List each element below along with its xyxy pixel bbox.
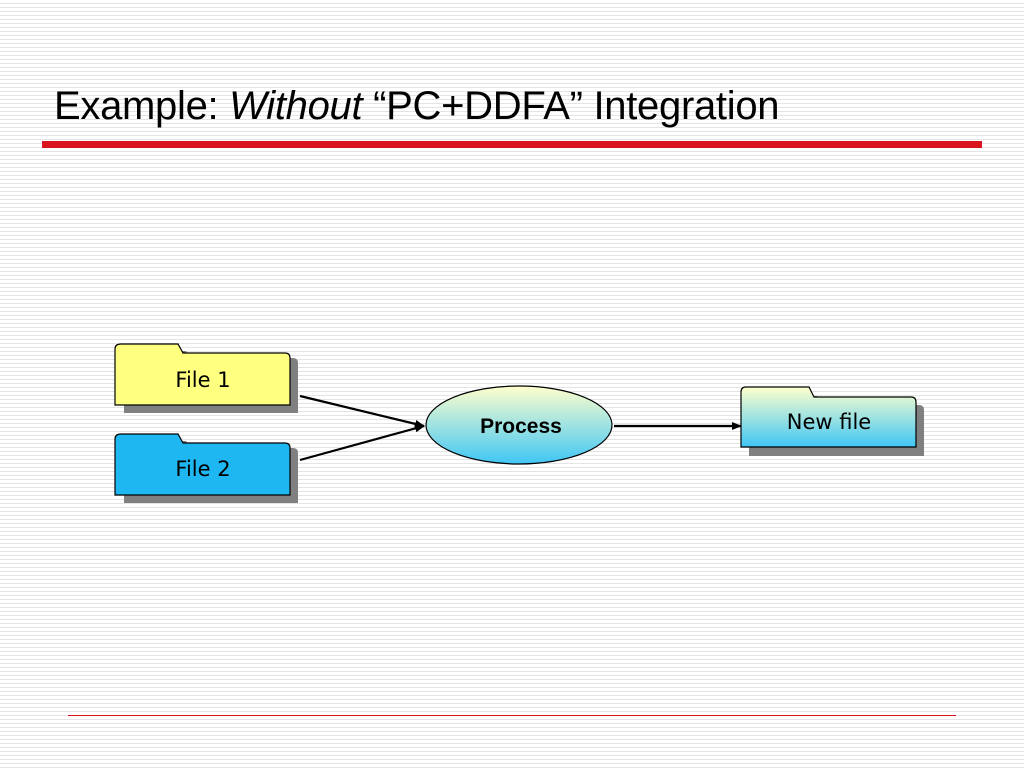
title-underline-rule [42, 141, 982, 148]
title-suffix: “PC+DDFA” Integration [362, 84, 780, 128]
edge-file-1-to-process [299, 394, 425, 428]
node-file-2: File 2 [114, 433, 298, 503]
file-1-folder-icon [114, 343, 291, 406]
file-1-label: File 1 [175, 368, 230, 392]
slide-title: Example: Without “PC+DDFA” Integration [54, 80, 780, 132]
node-file-1: File 1 [114, 343, 298, 413]
process-label: Process [480, 415, 562, 438]
process-ellipse [425, 385, 613, 465]
new-file-folder-icon [740, 386, 917, 448]
file-2-folder-icon [114, 433, 291, 496]
new-file-label: New file [787, 410, 871, 434]
title-prefix: Example: [54, 84, 230, 128]
title-emphasis: Without [229, 84, 363, 128]
node-new-file: New file [740, 386, 924, 456]
edge-file-2-to-process [299, 424, 425, 462]
file-2-label: File 2 [175, 457, 230, 481]
node-process: Process [425, 385, 613, 465]
footer-rule [68, 715, 956, 716]
